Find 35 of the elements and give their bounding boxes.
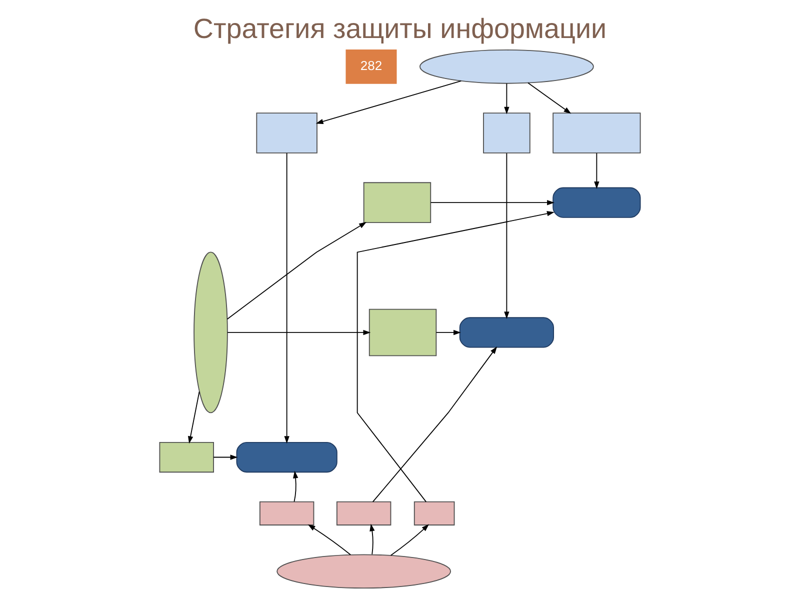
node-box <box>552 112 641 154</box>
arrow <box>594 152 600 189</box>
arrow <box>436 330 461 336</box>
diagram-title: Стратегия защиты информации <box>193 12 607 44</box>
node-box <box>483 112 530 154</box>
arrow <box>316 80 462 124</box>
node-ellipse <box>194 252 228 414</box>
arrow <box>430 200 554 206</box>
node-box <box>552 187 641 218</box>
node-box <box>368 308 437 356</box>
label: 282 <box>360 58 382 74</box>
arrow <box>356 211 554 502</box>
arrow <box>308 524 351 556</box>
node-box <box>236 442 338 473</box>
arrow <box>390 524 430 556</box>
arrow <box>370 524 375 555</box>
arrow <box>528 82 572 114</box>
arrow <box>372 346 498 502</box>
node-box <box>159 442 214 473</box>
node-box <box>256 112 318 154</box>
node-box <box>414 501 455 526</box>
node-ellipse <box>276 554 452 589</box>
arrow <box>504 83 510 114</box>
arrow <box>504 152 510 320</box>
arrow <box>227 330 371 336</box>
node-box <box>259 501 314 526</box>
arrow <box>226 222 367 320</box>
arrow <box>188 391 200 444</box>
arrow <box>213 454 238 460</box>
node-box <box>336 501 392 526</box>
node-box <box>363 182 432 223</box>
arrow <box>293 470 298 502</box>
arrow <box>284 152 290 444</box>
node-ellipse <box>419 50 594 84</box>
node-box <box>459 317 554 348</box>
